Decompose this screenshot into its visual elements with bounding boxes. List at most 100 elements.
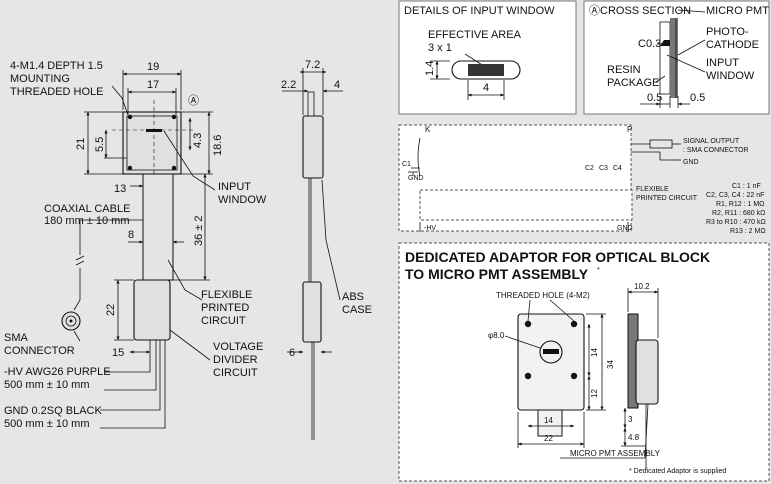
dim-6: 6 xyxy=(289,347,295,359)
circuit-k-label: K xyxy=(425,125,431,134)
circuit2-label: CIRCUIT xyxy=(213,367,258,379)
value-r3-r10: R3 to R10 : 470 kΩ xyxy=(706,219,766,226)
ref-a-label: Ⓐ xyxy=(188,94,199,107)
cs-window-label: WINDOW xyxy=(706,70,755,82)
circuit-printed-label: PRINTED CIRCUIT xyxy=(636,195,698,202)
voltage-divider-box xyxy=(133,279,171,341)
flexible-label: FLEXIBLE xyxy=(201,289,252,301)
housing-outline xyxy=(122,111,182,175)
window-label: WINDOW xyxy=(218,194,267,206)
dim-15: 15 xyxy=(112,347,124,359)
circuit-gnd3-label: GND xyxy=(683,159,699,166)
mount-hole-tr xyxy=(171,114,177,120)
dim-36: 36 ± 2 xyxy=(193,215,205,246)
coax-label: COAXIAL CABLE xyxy=(44,203,130,215)
thread-label: 4-M1.4 DEPTH 1.5 xyxy=(10,60,103,72)
cs-input-label: INPUT xyxy=(706,57,739,69)
dim-3: 3 xyxy=(628,415,633,424)
circuit-c1-label: C1 xyxy=(402,161,411,168)
dim-4-3: 4.3 xyxy=(192,133,204,148)
dim-5-5: 5.5 xyxy=(94,137,106,152)
mount-hole-bl xyxy=(127,165,133,171)
circuit-c3-label: C3 xyxy=(599,165,608,172)
threaded-hole-m2-label: THREADED HOLE (4-M2) xyxy=(496,291,590,300)
connector-label: CONNECTOR xyxy=(4,345,75,357)
mount-hole-tl xyxy=(127,114,133,120)
main-front-view: 4-M1.4 DEPTH 1.5 MOUNTING THREADED HOLE … xyxy=(4,60,267,430)
dim-4-window: 4 xyxy=(483,82,489,94)
divider-label: DIVIDER xyxy=(213,354,258,366)
circuit-gnd1-label: GND xyxy=(408,175,424,182)
abs-label: ABS xyxy=(342,291,364,303)
flexible-circuit-strip xyxy=(142,173,174,281)
photo-label: PHOTO- xyxy=(706,26,749,38)
effective-size-label: 3 x 1 xyxy=(428,42,452,54)
circuit-flexible-label: FLEXIBLE xyxy=(636,186,669,193)
dim-7-2: 7.2 xyxy=(305,59,320,71)
resin-package-section xyxy=(659,21,671,95)
adaptor-plate xyxy=(517,313,585,411)
value-r13: R13 : 2 MΩ xyxy=(730,228,766,235)
coax-cable xyxy=(73,219,143,311)
housing-inner xyxy=(126,115,178,171)
side-housing xyxy=(302,115,324,179)
adaptor-title-1: DEDICATED ADAPTOR FOR OPTICAL BLOCK xyxy=(405,249,710,265)
gnd-length-label: 500 mm ± 10 mm xyxy=(4,418,90,430)
gnd-label: GND 0.2SQ BLACK xyxy=(4,405,102,417)
dim-22: 22 xyxy=(105,304,117,316)
dim-1-4: 1.4 xyxy=(424,61,436,76)
c03-label: C0.3 xyxy=(638,38,661,50)
value-c1: C1 : 1 nF xyxy=(732,183,761,190)
micro-pmt-assembly-side xyxy=(635,339,659,405)
dim-18-6: 18.6 xyxy=(212,135,224,156)
circuit-static: K P C1 GND C2 C3 C4 -HV GND GND SIGNAL O… xyxy=(398,124,766,235)
side-divider-case xyxy=(302,281,322,343)
dim-4-8: 4.8 xyxy=(628,433,640,442)
input-window-title: DETAILS OF INPUT WINDOW xyxy=(404,5,555,17)
circuit-c4-label: C4 xyxy=(613,165,622,172)
dim-2-2: 2.2 xyxy=(281,79,296,91)
cross-section-panel: ⒶCROSS SECTION MICRO PMT PHOTO- CATHODE … xyxy=(583,0,770,115)
dim-21: 21 xyxy=(75,138,87,150)
micro-pmt-label: MICRO PMT xyxy=(706,5,769,17)
adaptor-note: * Dedicated Adaptor is supplied xyxy=(629,468,726,475)
effective-area-fill xyxy=(468,64,504,76)
value-r1-r12: R1, R12 : 1 MΩ xyxy=(716,201,764,208)
dim-10-2: 10.2 xyxy=(634,282,650,291)
value-r2-r11: R2, R11 : 680 kΩ xyxy=(712,210,765,217)
dim-0-5-a: 0.5 xyxy=(647,92,662,104)
adaptor-title-2: TO MICRO PMT ASSEMBLY xyxy=(405,266,589,282)
case-label: CASE xyxy=(342,304,372,316)
cross-section-title: ⒶCROSS SECTION xyxy=(589,4,691,17)
dim-19: 19 xyxy=(147,61,159,73)
dim-4: 4 xyxy=(334,79,340,91)
resin-label: RESIN xyxy=(607,64,641,76)
printed-label: PRINTED xyxy=(201,302,249,314)
dim-22-h: 22 xyxy=(544,434,553,443)
micro-pmt-assembly-label: MICRO PMT ASSEMBLY xyxy=(570,449,661,458)
adaptor-bore xyxy=(539,340,563,364)
adaptor-star: * xyxy=(597,267,600,274)
circuit-label: CIRCUIT xyxy=(201,315,246,327)
hv-length-label: 500 mm ± 10 mm xyxy=(4,379,90,391)
sma-label: SMA xyxy=(4,332,29,344)
dim-14-h: 14 xyxy=(544,416,553,425)
dim-0-5-b: 0.5 xyxy=(690,92,705,104)
value-c234: C2, C3, C4 : 22 nF xyxy=(706,192,764,199)
dim-14-v: 14 xyxy=(590,348,599,357)
signal-output-label: SIGNAL OUTPUT xyxy=(683,138,740,145)
adaptor-panel: DEDICATED ADAPTOR FOR OPTICAL BLOCK TO M… xyxy=(398,242,770,482)
mount-hole-br xyxy=(171,165,177,171)
input-window-panel: DETAILS OF INPUT WINDOW EFFECTIVE AREA 3… xyxy=(398,0,577,115)
circuit-c2-label: C2 xyxy=(585,165,594,172)
circuit-gnd2-label: GND xyxy=(617,225,633,232)
cathode-label: CATHODE xyxy=(706,39,759,51)
phi-8-label: φ8.0 xyxy=(488,331,505,340)
dim-12: 12 xyxy=(590,389,599,398)
sma-connector-label: : SMA CONNECTOR xyxy=(683,147,749,154)
effective-area-label: EFFECTIVE AREA xyxy=(428,29,522,41)
dim-17: 17 xyxy=(147,79,159,91)
circuit-p-label: P xyxy=(627,125,632,134)
mounting-label: MOUNTING xyxy=(10,73,70,85)
